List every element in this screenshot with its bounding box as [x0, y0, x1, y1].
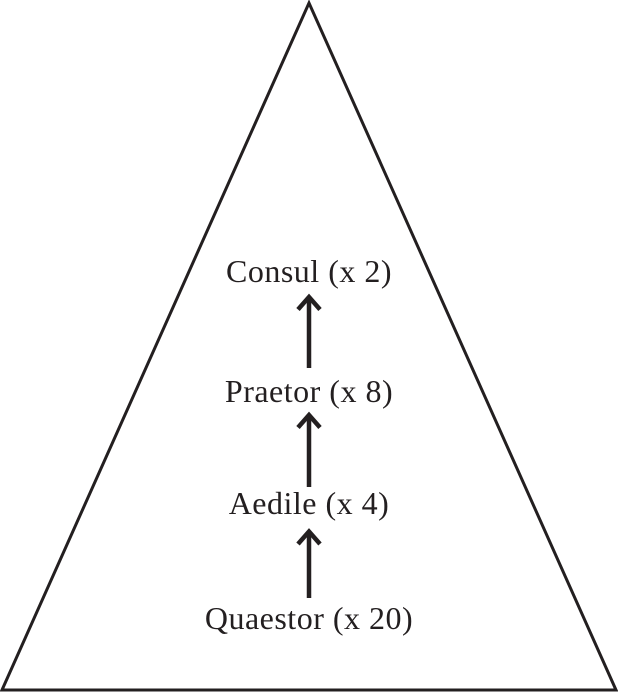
- level-label-quaestor: Quaestor (x 20): [204, 600, 414, 636]
- arrow-up-icon: [296, 293, 322, 368]
- arrow-up-icon: [296, 528, 322, 598]
- level-label-praetor: Praetor (x 8): [224, 373, 394, 409]
- level-label-aedile: Aedile (x 4): [228, 485, 390, 521]
- level-label-consul: Consul (x 2): [226, 253, 392, 289]
- arrow-up-icon: [296, 411, 322, 487]
